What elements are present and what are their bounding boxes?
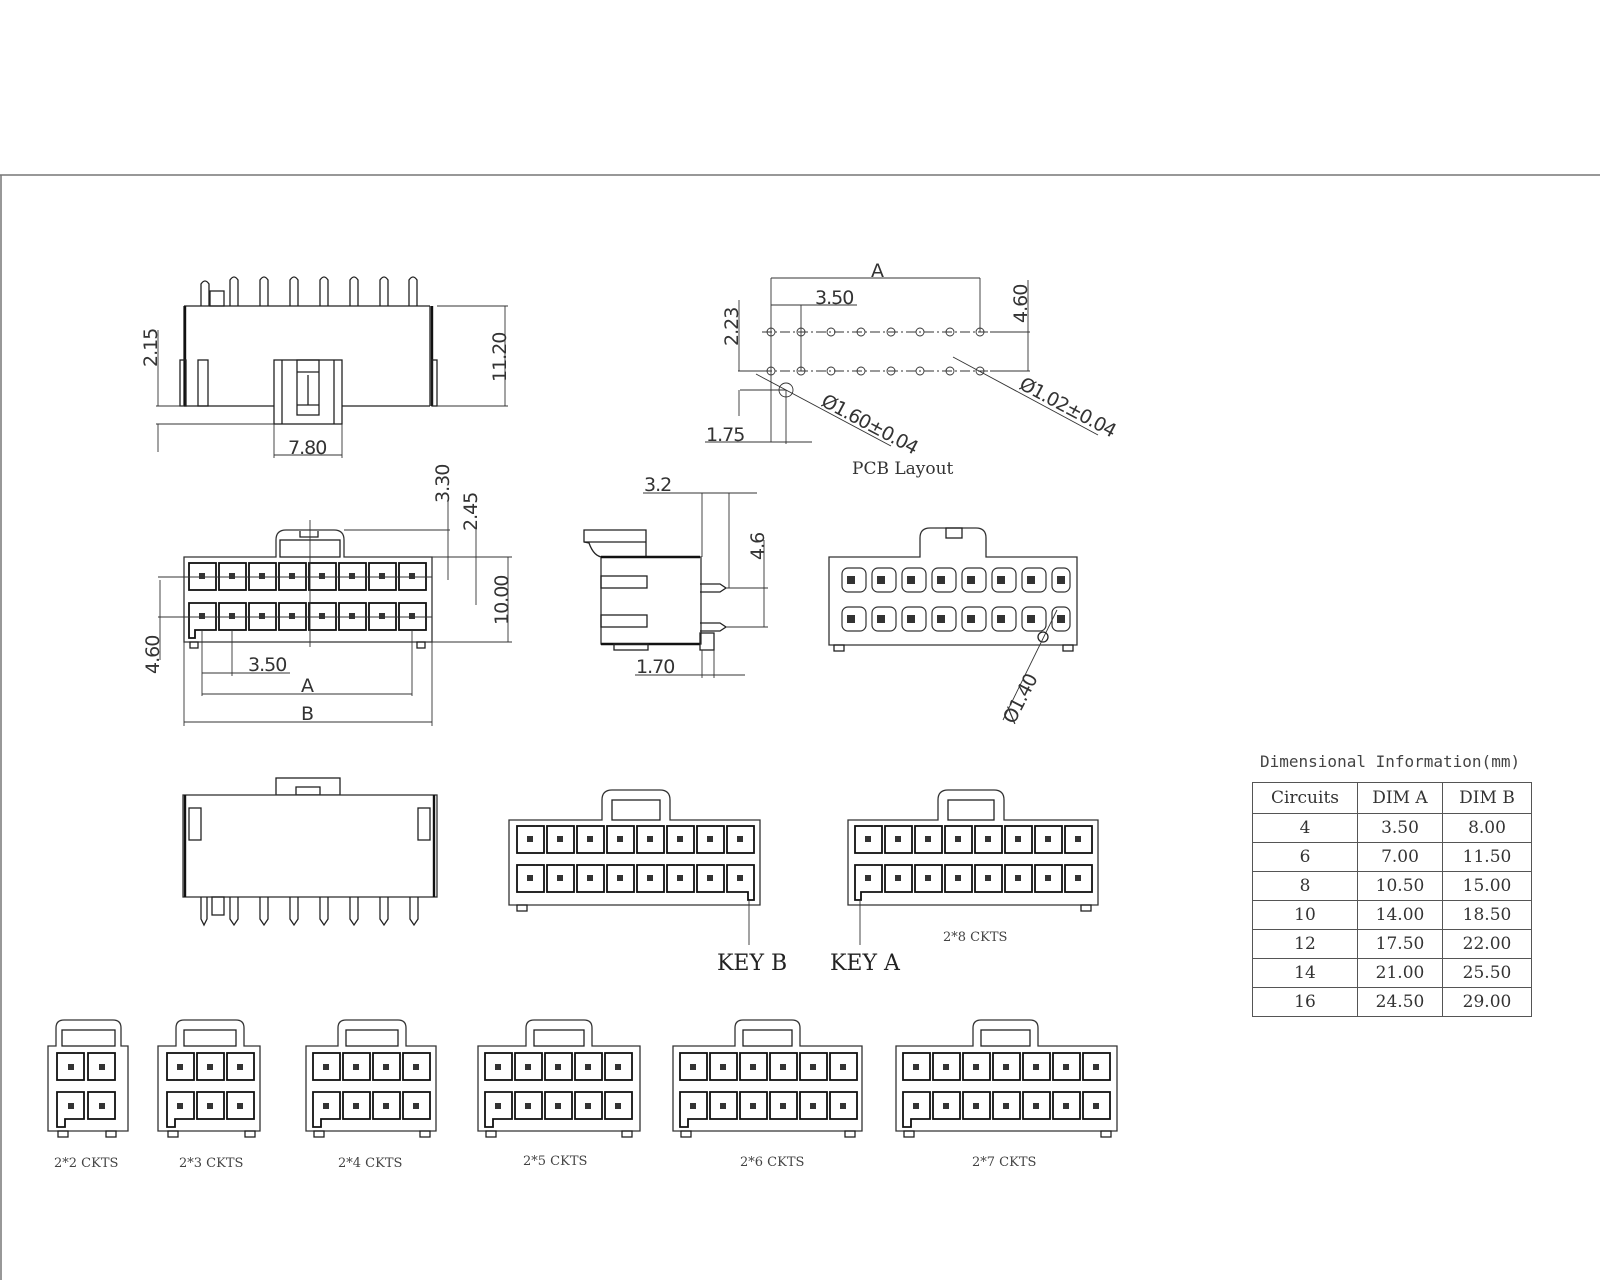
dim-a-front: A xyxy=(301,675,314,697)
dim-2-15: 2.15 xyxy=(140,329,162,367)
cell-dim-a: 10.50 xyxy=(1357,871,1443,901)
header-circuits: Circuits xyxy=(1252,782,1358,814)
variant-2x2: 2*2 CKTS xyxy=(47,1019,129,1171)
cell-dim-a: 17.50 xyxy=(1357,929,1443,959)
variant-caption: 2*7 CKTS xyxy=(972,1155,1036,1170)
bottom-view xyxy=(182,777,438,927)
variant-2x3: 2*3 CKTS xyxy=(157,1019,261,1171)
cell-dim-b: 15.00 xyxy=(1442,871,1532,901)
mating-view: Ø1.40 xyxy=(828,527,1078,728)
table-header-row: Circuits DIM A DIM B xyxy=(1252,782,1532,814)
variant-2x5: 2*5 CKTS xyxy=(477,1019,641,1169)
dim-10-00: 10.00 xyxy=(491,576,513,625)
variant-caption: 2*4 CKTS xyxy=(338,1156,402,1171)
pcb-layout-title: PCB Layout xyxy=(852,459,954,479)
key-a-caption: 2*8 CKTS xyxy=(943,930,1007,945)
variant-2x4: 2*4 CKTS xyxy=(305,1019,437,1171)
key-b-label: KEY B xyxy=(717,951,787,976)
cell-dim-a: 21.00 xyxy=(1357,958,1443,988)
side-view: 3.2 4.6 1.70 xyxy=(583,474,769,678)
dim-11-20: 11.20 xyxy=(489,333,511,382)
dim-3-50-front: 3.50 xyxy=(248,654,286,676)
dim-3-50: 3.50 xyxy=(815,287,853,309)
variant-caption: 2*3 CKTS xyxy=(179,1156,243,1171)
variant-caption: 2*2 CKTS xyxy=(54,1156,118,1171)
cell-dim-a: 3.50 xyxy=(1357,813,1443,843)
variant-caption: 2*5 CKTS xyxy=(523,1154,587,1169)
header-dim-a: DIM A xyxy=(1357,782,1443,814)
dim-7-80: 7.80 xyxy=(288,437,326,459)
dim-4-60-front: 4.60 xyxy=(142,636,164,674)
variant-caption: 2*6 CKTS xyxy=(740,1155,804,1170)
variant-2x7: 2*7 CKTS xyxy=(895,1019,1118,1170)
dim-3-2: 3.2 xyxy=(644,474,671,496)
cell-dim-b: 29.00 xyxy=(1442,987,1532,1017)
dim-peg-hole: Ø1.60±0.04 xyxy=(818,390,922,459)
cell-dim-a: 7.00 xyxy=(1357,842,1443,872)
dim-pin-hole: Ø1.02±0.04 xyxy=(1016,373,1120,442)
dim-b-front: B xyxy=(301,703,313,725)
dim-4-6: 4.6 xyxy=(747,533,769,560)
dim-1-70: 1.70 xyxy=(636,656,674,678)
cell-circuits: 6 xyxy=(1252,842,1358,872)
cell-circuits: 16 xyxy=(1252,987,1358,1017)
dim-a: A xyxy=(871,260,884,282)
key-b-view: KEY B xyxy=(508,789,787,976)
cell-dim-b: 8.00 xyxy=(1442,813,1532,843)
cell-dim-a: 24.50 xyxy=(1357,987,1443,1017)
cell-circuits: 14 xyxy=(1252,958,1358,988)
cell-dim-b: 25.50 xyxy=(1442,958,1532,988)
table-title: Dimensional Information(mm) xyxy=(1260,752,1521,771)
dim-2-23: 2.23 xyxy=(721,308,743,346)
cell-circuits: 8 xyxy=(1252,871,1358,901)
key-a-view: KEY A 2*8 CKTS xyxy=(830,789,1099,976)
dim-peg-diameter: Ø1.40 xyxy=(999,671,1042,728)
cell-circuits: 12 xyxy=(1252,929,1358,959)
cell-circuits: 10 xyxy=(1252,900,1358,930)
dim-3-30: 3.30 xyxy=(432,465,454,503)
cell-dim-b: 11.50 xyxy=(1442,842,1532,872)
dim-4-60: 4.60 xyxy=(1010,285,1032,323)
pcb-layout: A 3.50 4.60 2.23 1.75 Ø1.60±0.04 Ø1.02±0… xyxy=(705,260,1120,479)
cell-circuits: 4 xyxy=(1252,813,1358,843)
cell-dim-b: 22.00 xyxy=(1442,929,1532,959)
header-dim-b: DIM B xyxy=(1442,782,1532,814)
drawing-frame xyxy=(0,174,1600,1280)
dim-2-45: 2.45 xyxy=(460,493,482,531)
dim-1-75: 1.75 xyxy=(706,424,744,446)
key-a-label: KEY A xyxy=(830,951,901,976)
variant-2x6: 2*6 CKTS xyxy=(672,1019,863,1170)
front-view: 3.30 2.45 10.00 4.60 3.50 A B xyxy=(142,465,513,726)
cell-dim-b: 18.50 xyxy=(1442,900,1532,930)
cell-dim-a: 14.00 xyxy=(1357,900,1443,930)
top-view: 2.15 11.20 7.80 xyxy=(140,276,511,459)
